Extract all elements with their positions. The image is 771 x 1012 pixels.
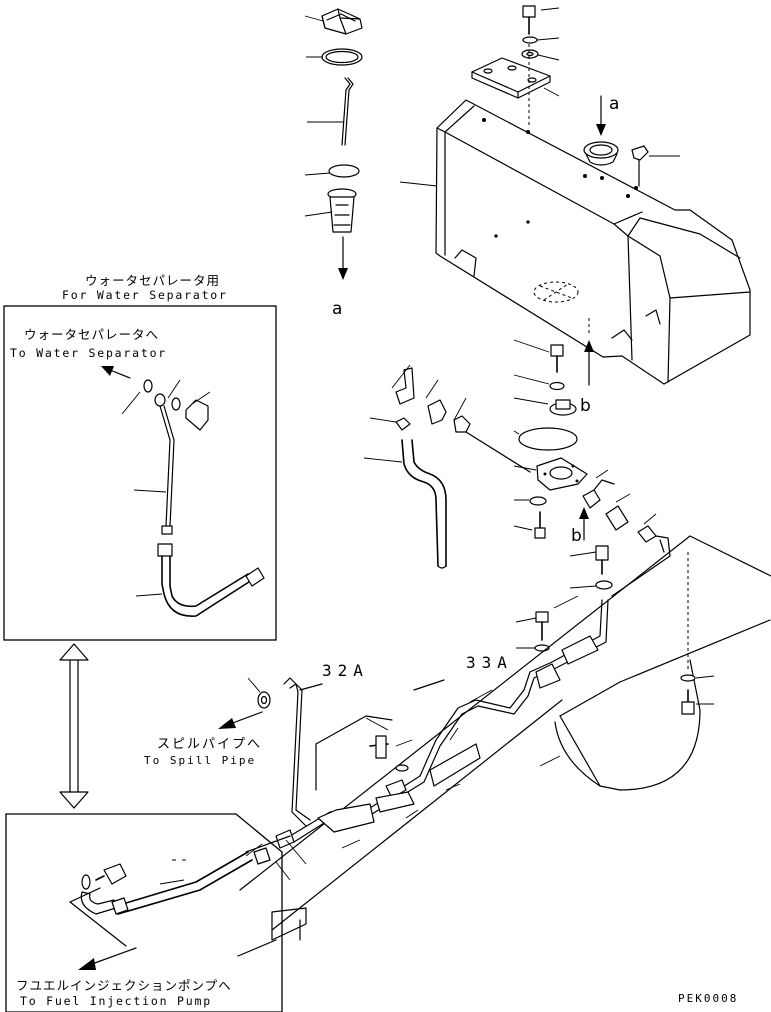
tank-filler-neck — [583, 141, 619, 166]
ip-washer — [81, 874, 91, 890]
line-clamps — [317, 635, 599, 833]
filler-cap-part — [321, 8, 363, 35]
spill-pipe-fitting — [257, 691, 271, 709]
strainer-ring-part — [328, 164, 360, 178]
ip-hose — [111, 851, 253, 915]
down-arrow-a-tank — [596, 95, 606, 136]
center-hose — [401, 439, 447, 569]
drain-plug — [549, 399, 577, 416]
flange-bolt — [534, 511, 546, 539]
letter-b-tank: b — [580, 396, 591, 416]
clip-fitting — [427, 399, 447, 425]
up-arrow-b — [584, 340, 594, 386]
union-fitting — [453, 415, 531, 473]
sender-flange — [536, 457, 588, 491]
tank-breather — [631, 145, 649, 187]
hose-label-32a: 32A — [322, 661, 369, 680]
drain-washer — [549, 381, 565, 391]
letter-a-top: a — [332, 299, 342, 319]
ws-washer — [143, 379, 153, 393]
filler-strainer-part — [327, 188, 357, 233]
ws-eye-fitting — [154, 393, 175, 527]
arrow-to-injection-pump — [69, 887, 137, 970]
water-separator-box — [3, 305, 277, 641]
injection-pump-label-en: To Fuel Injection Pump — [20, 994, 212, 1008]
drain-bolt — [550, 344, 564, 373]
fuel-line-33a — [289, 599, 609, 843]
mount-washer-2 — [521, 49, 539, 59]
fuel-tank — [435, 99, 751, 385]
flange-washer — [529, 496, 547, 506]
letter-b-line: b — [571, 526, 582, 546]
frame-mount-bolt — [369, 735, 409, 772]
sender-gasket — [518, 427, 578, 451]
leader-32a — [299, 683, 323, 691]
filler-rod-part — [341, 77, 354, 146]
mount-bolt-top — [522, 5, 536, 35]
hose-connection-lower — [245, 829, 295, 865]
ws-hose — [157, 543, 265, 617]
leader-33a — [413, 679, 445, 691]
water-separator-dest-en: To Water Separator — [10, 346, 167, 360]
arrow-to-spill-pipe — [218, 711, 263, 729]
clamp-ring — [595, 580, 613, 590]
ip-banjo-bolt — [95, 863, 127, 885]
clamp-bolt — [535, 611, 549, 641]
spill-pipe-label-en: To Spill Pipe — [144, 754, 256, 767]
down-arrow-a — [338, 236, 348, 280]
filler-gasket-part — [321, 48, 363, 66]
hose-label-33a: 33A — [466, 653, 513, 672]
spill-pipe-label-jp: スピルパイプへ — [157, 737, 262, 752]
ws-washer-2 — [171, 397, 181, 411]
water-separator-dest-jp: ウォータセパレータへ — [24, 327, 159, 342]
ws-fitting-nut — [161, 525, 173, 535]
tee-fitting — [595, 545, 609, 575]
injection-pump-label-jp: フユエルインジェクションポンプへ — [16, 978, 232, 993]
b-elbow — [611, 525, 671, 597]
mount-bracket-part — [471, 57, 551, 99]
b-connector — [582, 479, 615, 509]
mount-washer-1 — [522, 36, 538, 44]
fuel-line-32a — [283, 677, 311, 827]
arrow-to-water-separator — [101, 366, 131, 379]
up-arrow-b-line — [579, 507, 589, 541]
ip-banjo-fitting — [80, 891, 117, 915]
frame-body — [237, 535, 771, 957]
ws-eye-bolt — [185, 399, 209, 431]
injection-pump-box — [5, 813, 283, 1012]
letter-a-tank: a — [609, 94, 619, 114]
b-clip — [605, 505, 629, 531]
figure-code: PEK0008 — [678, 992, 738, 1005]
frame-bolt-right — [680, 674, 696, 715]
elbow-fitting — [395, 367, 415, 405]
water-separator-title-en: For Water Separator — [62, 288, 228, 302]
small-grommet — [395, 417, 411, 431]
double-arrow-connector — [59, 643, 89, 809]
water-separator-title-jp: ウォータセパレータ用 — [85, 273, 220, 288]
